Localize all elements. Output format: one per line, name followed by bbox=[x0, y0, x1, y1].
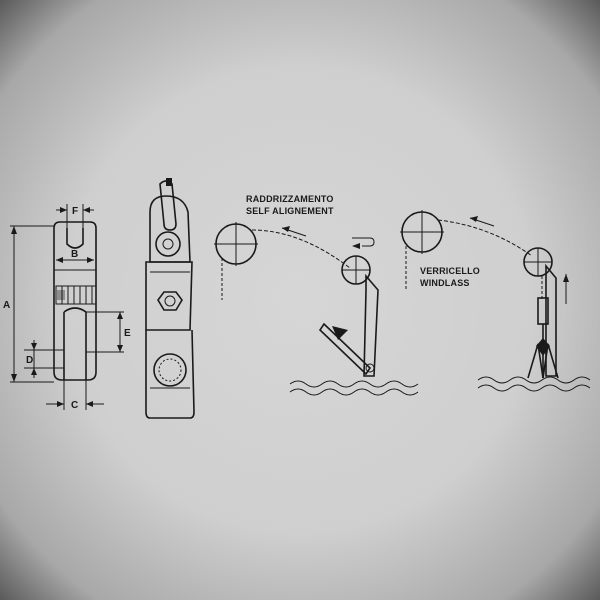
anchor-chain bbox=[251, 229, 351, 269]
dimension-f-label: F bbox=[72, 206, 78, 217]
anchor-shank bbox=[318, 322, 372, 376]
dimension-d-label: D bbox=[26, 355, 33, 366]
self-alignment-italian-caption: RADDRIZZAMENTO bbox=[246, 194, 334, 204]
dimension-c-label: C bbox=[71, 400, 78, 411]
self-alignment-english-caption: SELF ALIGNEMENT bbox=[246, 206, 334, 216]
self-alignment-figure: RADDRIZZAMENTO SELF ALIGNEMENT bbox=[214, 194, 419, 396]
windlass-chain bbox=[437, 219, 533, 257]
swivel-side-view bbox=[145, 178, 195, 419]
windlass-figure: VERRICELLO WINDLASS bbox=[400, 210, 591, 392]
dimension-b-label: B bbox=[71, 249, 78, 260]
dimension-e-label: E bbox=[124, 328, 131, 339]
windlass-english-caption: WINDLASS bbox=[420, 278, 470, 288]
thread-pattern bbox=[61, 286, 93, 304]
dimension-a-label: A bbox=[3, 300, 10, 311]
swivel-front-view: A F B E D C bbox=[3, 204, 131, 411]
windlass-italian-caption: VERRICELLO bbox=[420, 266, 480, 276]
